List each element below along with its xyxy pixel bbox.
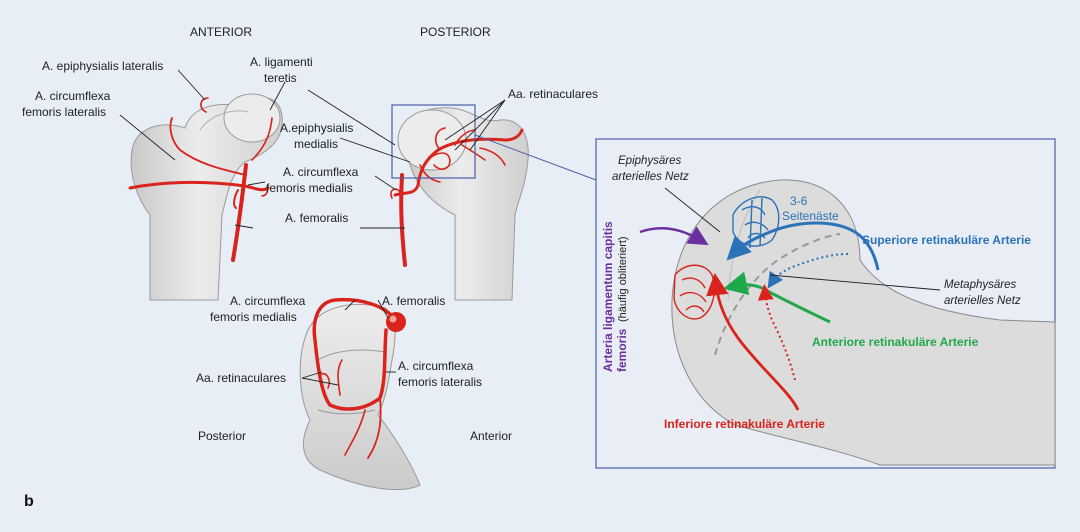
growth-plate-line (714, 233, 841, 356)
label-bottom-circ-lat-line2: femoris lateralis (398, 375, 482, 389)
leader-lines (119, 69, 506, 386)
posterior-view-title: POSTERIOR (420, 25, 491, 39)
label-a-epiphysialis-medialis-line2: medialis (294, 137, 338, 151)
label-a-circumflexa-lat-line2: femoris lateralis (22, 105, 106, 119)
detail-metaphysares-line1: Metaphysäres (944, 279, 1016, 291)
bottom-femur (299, 303, 421, 491)
label-a-epiphysialis-lateralis: A. epiphysialis lateralis (42, 59, 163, 73)
bottom-arteries (312, 297, 397, 459)
label-bottom-circ-med-line1: A. circumflexa (230, 294, 306, 308)
label-a-epiphysialis-medialis-line1: A.epiphysialis (280, 121, 353, 135)
femoral-artery-cross-section (386, 312, 406, 332)
detail-superiore-label: Superiore retinakuläre Arterie (862, 233, 1031, 247)
ligament-artery-arrow (639, 226, 709, 246)
label-aa-retinaculares: Aa. retinaculares (508, 87, 598, 101)
panel-letter: b (24, 493, 34, 510)
label-bottom-a-femoralis: A. femoralis (382, 294, 445, 308)
zoom-box (391, 104, 476, 179)
detail-inferiore-label: Inferiore retinakuläre Arterie (664, 417, 825, 431)
label-a-lig-teretis-line1: A. ligamenti (250, 55, 313, 69)
detail-lig-capitis-line2: femoris (615, 328, 629, 372)
label-posterior-bottom: Posterior (198, 429, 246, 443)
label-bottom-circ-lat-line1: A. circumflexa (398, 359, 474, 373)
detail-epiphysares-line2: arterielles Netz (612, 171, 689, 183)
label-bottom-aa-retinaculares: Aa. retinaculares (196, 371, 286, 385)
inferior-artery (706, 272, 800, 411)
label-a-femoralis: A. femoralis (285, 211, 348, 225)
anterior-view-title: ANTERIOR (190, 25, 252, 39)
detail-lig-capitis-line1: Arteria ligamentum capitis (601, 221, 615, 372)
detail-leader-lines (664, 187, 941, 291)
posterior-arteries (390, 127, 524, 267)
label-a-circumflexa-med-line1: A. circumflexa (283, 165, 359, 179)
detail-lig-capitis-line3: (häufig obliteriert) (617, 236, 629, 322)
label-anterior-bottom: Anterior (470, 429, 512, 443)
metaphyseal-network (673, 264, 716, 320)
zoom-connector (474, 134, 597, 181)
detail-metaphysares-line2: arterielles Netz (944, 295, 1021, 307)
posterior-femur (397, 107, 529, 301)
superior-artery (726, 221, 880, 289)
femoral-artery-highlight (389, 315, 397, 323)
label-a-circumflexa-lat-line1: A. circumflexa (35, 89, 111, 103)
anterior-femur (130, 93, 283, 301)
detail-anteriore-label: Anteriore retinakuläre Arterie (812, 335, 979, 349)
detail-seitenaeste-line2: Seitenäste (782, 209, 839, 223)
label-bottom-circ-med-line2: femoris medialis (210, 310, 297, 324)
detail-seitenaeste-line1: 3-6 (790, 194, 808, 208)
label-a-circumflexa-med-line2: femoris medialis (266, 181, 353, 195)
anterior-arteries (128, 97, 273, 262)
detail-epiphysares-line1: Epiphysäres (618, 155, 682, 167)
label-a-lig-teretis-line2: teretis (264, 71, 297, 85)
